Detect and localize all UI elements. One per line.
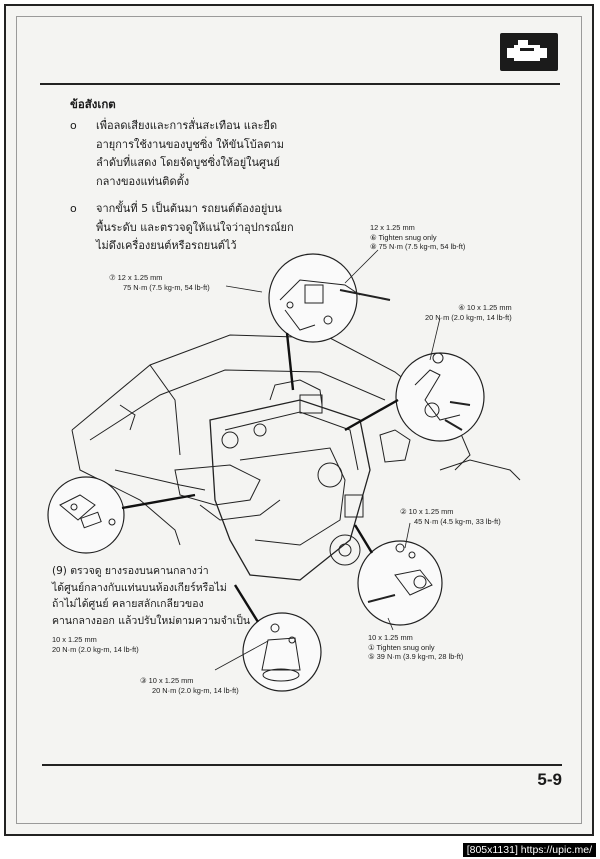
- spec-line: ① Tighten snug only: [368, 642, 435, 652]
- spec-right-upper: ④ 10 x 1.25 mm 20 N·m (2.0 kg-m, 14 lb-f…: [425, 303, 512, 322]
- spec-line: 10 x 1.25 mm: [368, 633, 413, 642]
- check-note: (9) ตรวจดู ยางรองบนคานกลางว่า ได้ศูนย์กล…: [52, 563, 250, 629]
- note-item-2-line-2: พื้นระดับ และตรวจดูให้แน่ใจว่าอุปกรณ์ยก: [96, 220, 294, 234]
- spec-left-lower: 10 x 1.25 mm 20 N·m (2.0 kg-m, 14 lb-ft): [52, 635, 139, 654]
- footer-bar: [0, 839, 600, 859]
- spec-right-middle: ② 10 x 1.25 mm 45 N·m (4.5 kg-m, 33 lb-f…: [400, 507, 501, 526]
- spec-left-upper: ⑦ 12 x 1.25 mm 75 N·m (7.5 kg-m, 54 lb-f…: [109, 273, 210, 292]
- header-rule: [40, 83, 560, 85]
- spec-line: ⑤ 39 N·m (3.9 kg-m, 28 lb-ft): [368, 652, 464, 662]
- bullet-mark: o: [70, 202, 77, 215]
- engine-section-icon: [500, 33, 558, 71]
- note-item-2-line-3: ไม่ดึงเครื่องยนต์หรือรถยนต์ไว้: [96, 239, 237, 252]
- spec-line: 20 N·m (2.0 kg-m, 14 lb-ft): [152, 685, 239, 695]
- notes-title: ข้อสังเกต: [70, 97, 116, 111]
- spec-line: 20 N·m (2.0 kg-m, 14 lb-ft): [425, 312, 512, 322]
- spec-line: 45 N·m (4.5 kg-m, 33 lb-ft): [414, 516, 501, 526]
- spec-line: ⑧ 75 N·m (7.5 kg-m, 54 lb-ft): [370, 242, 466, 252]
- page-inner-border: [16, 16, 582, 824]
- note-item-2-line-1: จากขั้นที่ 5 เป็นต้นมา รถยนต์ต้องอยู่บน: [96, 202, 282, 215]
- note-item-1-line-2: อายุการใช้งานของบูชซิ่ง ให้ขันโบ้ลตาม: [96, 137, 285, 151]
- footer-rule: [42, 764, 562, 766]
- check-note-line-3: ถ้าไม่ได้ศูนย์ คลายสลักเกลียวของ: [52, 598, 204, 610]
- bullet-mark: o: [70, 119, 77, 132]
- note-item-1-line-3: ลำดับที่แสดง โดยจัดบูชซิ่งให้อยู่ในศูนย์: [96, 156, 280, 169]
- note-item-2: o จากขั้นที่ 5 เป็นต้นมา รถยนต์ต้องอยู่บ…: [70, 200, 294, 256]
- spec-line: ④ 10 x 1.25 mm: [458, 303, 512, 312]
- spec-line: 10 x 1.25 mm: [52, 635, 97, 644]
- spec-line: ③ 10 x 1.25 mm: [140, 676, 194, 685]
- check-note-line-4: คานกลางออก แล้วปรับใหม่ตามความจำเป็น: [52, 614, 251, 627]
- spec-bottom-center: ③ 10 x 1.25 mm 20 N·m (2.0 kg-m, 14 lb-f…: [140, 676, 239, 695]
- spec-line: 12 x 1.25 mm: [370, 223, 415, 232]
- spec-line: ⑥ Tighten snug only: [370, 232, 437, 242]
- spec-line: 20 N·m (2.0 kg-m, 14 lb-ft): [52, 644, 139, 654]
- note-item-1: o เพื่อลดเสียงและการสั่นสะเทือน และยืด อ…: [70, 117, 285, 191]
- footer-watermark[interactable]: [805x1131] https://upic.me/: [462, 843, 596, 857]
- spec-line: ⑦ 12 x 1.25 mm: [109, 273, 163, 282]
- note-item-1-line-4: กลางของแท่นติดตั้ง: [96, 174, 190, 188]
- spec-top-right: 12 x 1.25 mm ⑥ Tighten snug only ⑧ 75 N·…: [370, 223, 465, 252]
- check-note-line-1: (9) ตรวจดู ยางรองบนคานกลางว่า: [52, 565, 209, 577]
- spec-line: ② 10 x 1.25 mm: [400, 507, 454, 516]
- manual-page: [4, 4, 594, 836]
- check-note-line-2: ได้ศูนย์กลางกับแท่นบนห้องเกียร์หรือไม่: [52, 581, 227, 594]
- page-number: 5-9: [537, 770, 562, 789]
- spec-line: 75 N·m (7.5 kg-m, 54 lb-ft): [123, 282, 210, 292]
- spec-bottom-right: 10 x 1.25 mm ① Tighten snug only ⑤ 39 N·…: [368, 633, 463, 662]
- note-item-1-line-1: เพื่อลดเสียงและการสั่นสะเทือน และยืด: [96, 119, 278, 132]
